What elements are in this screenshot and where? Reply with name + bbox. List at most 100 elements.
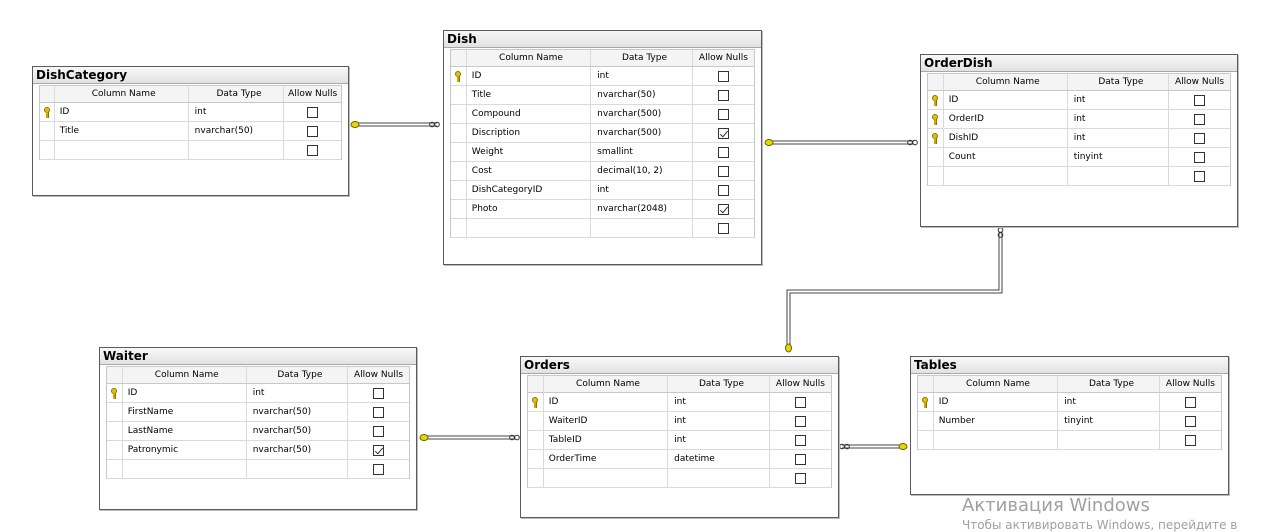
allow-nulls-checkbox[interactable]: [1194, 94, 1206, 106]
data-type-cell[interactable]: int: [1068, 110, 1170, 128]
column-name-cell[interactable]: Cost: [467, 162, 592, 180]
data-type-cell[interactable]: nvarchar(50): [189, 122, 285, 140]
column-name-cell[interactable]: Compound: [467, 105, 592, 123]
allow-nulls-cell[interactable]: [770, 469, 831, 487]
column-name-cell[interactable]: Title: [467, 86, 592, 104]
allow-nulls-checkbox[interactable]: [717, 203, 729, 215]
row-selector[interactable]: [918, 412, 934, 430]
row-selector[interactable]: [107, 460, 123, 478]
allow-nulls-checkbox[interactable]: [1184, 415, 1196, 427]
allow-nulls-checkbox[interactable]: [794, 472, 806, 484]
row-selector[interactable]: [928, 148, 944, 166]
row-selector[interactable]: [451, 162, 467, 180]
data-type-cell[interactable]: smallint: [591, 143, 693, 161]
allow-nulls-checkbox[interactable]: [307, 144, 319, 156]
allow-nulls-checkbox[interactable]: [717, 70, 729, 82]
row-selector[interactable]: [528, 393, 544, 411]
allow-nulls-checkbox[interactable]: [717, 89, 729, 101]
data-type-cell[interactable]: int: [668, 412, 770, 430]
allow-nulls-cell[interactable]: [1160, 412, 1221, 430]
allow-nulls-cell[interactable]: [770, 412, 831, 430]
allow-nulls-cell[interactable]: [284, 122, 341, 140]
data-type-cell[interactable]: nvarchar(2048): [591, 200, 693, 218]
row-selector[interactable]: [918, 431, 934, 449]
empty-row[interactable]: [928, 167, 1230, 186]
row-selector[interactable]: [40, 122, 55, 140]
row-selector[interactable]: [928, 129, 944, 147]
allow-nulls-checkbox[interactable]: [717, 146, 729, 158]
column-name-cell[interactable]: [55, 141, 189, 159]
row-selector[interactable]: [107, 384, 123, 402]
allow-nulls-cell[interactable]: [693, 105, 754, 123]
row-selector[interactable]: [528, 431, 544, 449]
column-name-cell[interactable]: FirstName: [123, 403, 247, 421]
data-type-cell[interactable]: decimal(10, 2): [591, 162, 693, 180]
row-selector[interactable]: [528, 469, 544, 487]
data-type-cell[interactable]: nvarchar(50): [247, 422, 349, 440]
row-selector[interactable]: [451, 200, 467, 218]
row-selector[interactable]: [107, 441, 123, 459]
allow-nulls-cell[interactable]: [693, 219, 754, 237]
empty-row[interactable]: [528, 469, 831, 488]
allow-nulls-cell[interactable]: [693, 162, 754, 180]
data-type-cell[interactable]: int: [1058, 393, 1160, 411]
table-title[interactable]: DishCategory: [33, 67, 348, 84]
allow-nulls-cell[interactable]: [770, 393, 831, 411]
column-name-cell[interactable]: Weight: [467, 143, 592, 161]
column-name-cell[interactable]: DishCategoryID: [467, 181, 592, 199]
allow-nulls-checkbox[interactable]: [373, 463, 385, 475]
column-name-cell[interactable]: [544, 469, 669, 487]
data-type-cell[interactable]: nvarchar(500): [591, 124, 693, 142]
data-type-cell[interactable]: nvarchar(500): [591, 105, 693, 123]
allow-nulls-cell[interactable]: [770, 450, 831, 468]
column-name-cell[interactable]: ID: [544, 393, 669, 411]
empty-row[interactable]: [40, 141, 341, 160]
column-name-cell[interactable]: ID: [944, 91, 1068, 109]
allow-nulls-cell[interactable]: [1160, 431, 1221, 449]
column-name-cell[interactable]: [467, 219, 592, 237]
table-title[interactable]: Orders: [521, 357, 838, 374]
allow-nulls-cell[interactable]: [770, 431, 831, 449]
allow-nulls-checkbox[interactable]: [794, 415, 806, 427]
column-name-cell[interactable]: WaiterID: [544, 412, 669, 430]
row-selector[interactable]: [451, 181, 467, 199]
allow-nulls-checkbox[interactable]: [1194, 113, 1206, 125]
row-selector[interactable]: [451, 86, 467, 104]
row-selector[interactable]: [928, 110, 944, 128]
data-type-cell[interactable]: [591, 219, 693, 237]
table-title[interactable]: Dish: [444, 31, 761, 48]
data-type-cell[interactable]: [1058, 431, 1160, 449]
table-title[interactable]: OrderDish: [921, 55, 1237, 72]
data-type-cell[interactable]: int: [1068, 129, 1170, 147]
allow-nulls-cell[interactable]: [284, 103, 341, 121]
column-name-cell[interactable]: DishID: [944, 129, 1068, 147]
column-name-cell[interactable]: ID: [934, 393, 1059, 411]
data-type-cell[interactable]: [189, 141, 285, 159]
row-selector[interactable]: [928, 167, 944, 185]
data-type-cell[interactable]: int: [189, 103, 285, 121]
allow-nulls-checkbox[interactable]: [373, 444, 385, 456]
column-name-cell[interactable]: Photo: [467, 200, 592, 218]
allow-nulls-cell[interactable]: [693, 143, 754, 161]
column-name-cell[interactable]: TableID: [544, 431, 669, 449]
column-name-cell[interactable]: Title: [55, 122, 189, 140]
data-type-cell[interactable]: nvarchar(50): [591, 86, 693, 104]
row-selector[interactable]: [451, 105, 467, 123]
allow-nulls-cell[interactable]: [284, 141, 341, 159]
data-type-cell[interactable]: [247, 460, 349, 478]
